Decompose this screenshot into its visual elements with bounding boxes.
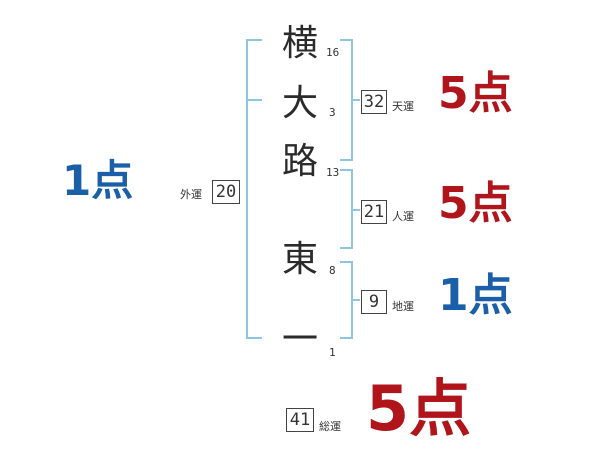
souun-value-box: 41: [286, 408, 314, 432]
jinun-score: 5点: [438, 178, 513, 229]
tenun-label: 天運: [392, 100, 414, 113]
gaiun-value-box: 20: [212, 180, 240, 204]
jinun-label: 人運: [392, 210, 414, 223]
stroke-count-1: 16: [326, 46, 340, 59]
stroke-count-2: 3: [329, 106, 336, 119]
name-char-2: 大: [281, 83, 318, 124]
chiun-value-box: 9: [361, 290, 387, 314]
name-char-4: 東: [281, 239, 318, 280]
souun-label: 総運: [319, 420, 341, 433]
stroke-count-4: 8: [329, 264, 336, 277]
souun-score: 5点: [366, 372, 472, 445]
gaiun-label: 外運: [180, 188, 202, 201]
stroke-count-5: 1: [329, 346, 336, 359]
stroke-count-3: 13: [326, 166, 340, 179]
chiun-label: 地運: [392, 300, 414, 313]
tenun-value-box: 32: [361, 90, 387, 114]
chiun-score: 1点: [438, 270, 513, 321]
gaiun-score: 1点: [62, 156, 134, 205]
name-char-5: 一: [281, 319, 318, 360]
jinun-value-box: 21: [361, 200, 387, 224]
name-char-3: 路: [281, 141, 318, 182]
tenun-score: 5点: [438, 68, 513, 119]
name-char-1: 横: [281, 23, 318, 64]
